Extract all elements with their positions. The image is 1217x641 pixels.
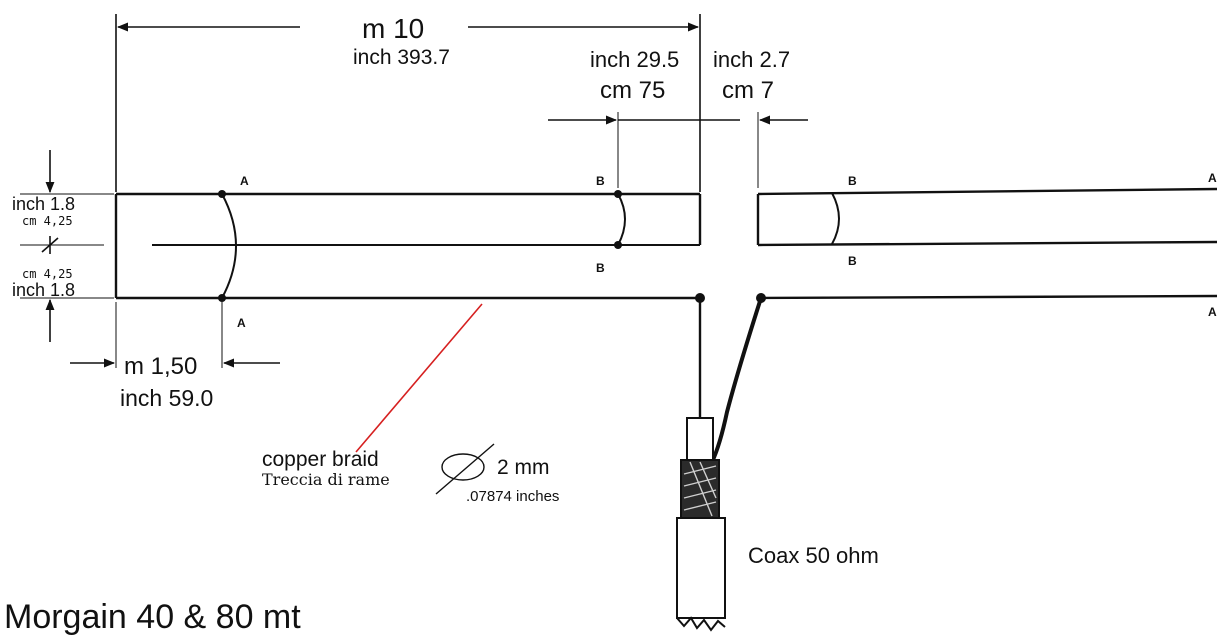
point-b-bottom-label: B [596, 261, 605, 275]
coax-label: Coax 50 ohm [748, 543, 879, 568]
diameter-inch-label: .07874 inches [466, 488, 559, 505]
junction-dots [218, 190, 766, 303]
coax-cable [676, 417, 726, 632]
dot-b-top [614, 190, 622, 198]
seg-b-cm-label: cm 75 [600, 77, 665, 104]
coax-braid-hatch [683, 461, 717, 517]
total-inch-label: inch 393.7 [353, 46, 450, 69]
dim-width [20, 150, 114, 342]
left-shorting-arc-a [221, 193, 237, 299]
coax-cut-end [676, 616, 726, 632]
right-inner-line [757, 240, 1217, 247]
total-m-label: m 10 [362, 13, 424, 44]
seg-a-inch-label: inch 59.0 [120, 385, 213, 411]
diameter-slash [435, 443, 495, 495]
width-bottom-inch-label: inch 1.8 [12, 280, 75, 300]
point-a-right-top-label: A [1208, 171, 1217, 185]
diameter-circle [441, 453, 485, 481]
coax-inner-conductor [686, 417, 714, 463]
right-top-line [757, 187, 1217, 196]
dim-b-and-gap [548, 112, 808, 188]
dot-b-bottom [614, 241, 622, 249]
feed-braid-wire [710, 297, 763, 463]
dot-a-bottom [218, 294, 226, 302]
feed [698, 297, 763, 463]
copper-braid-leader [355, 303, 483, 453]
seg-a-m-label: m 1,50 [124, 353, 197, 380]
point-a-right-bottom-label: A [1208, 305, 1217, 319]
gap-cm-label: cm 7 [722, 77, 774, 104]
right-outer-bottom-line [757, 294, 1217, 300]
right-shorting-arc-b [831, 192, 840, 245]
point-a-bottom-label: A [237, 316, 246, 330]
point-b-right-top-label: B [848, 174, 857, 188]
page-title: Morgain 40 & 80 mt [4, 598, 301, 636]
width-top-cm-label: cm 4,25 [22, 214, 73, 228]
copper-braid-it-label: Treccia di rame [262, 470, 390, 489]
dot-a-top [218, 190, 226, 198]
diameter-icon [435, 443, 495, 495]
gap-inch-label: inch 2.7 [713, 47, 790, 72]
left-element [114, 192, 702, 300]
dim-total-length [115, 14, 701, 192]
point-b-top-label: B [596, 174, 605, 188]
width-top-inch-label: inch 1.8 [12, 194, 75, 214]
diameter-label: 2 mm [497, 456, 550, 479]
coax-jacket [676, 517, 726, 619]
left-shorting-arc-b [617, 193, 626, 246]
copper-braid-label: copper braid [262, 448, 379, 471]
width-bottom-cm-label: cm 4,25 [22, 267, 73, 281]
point-a-top-label: A [240, 174, 249, 188]
point-b-right-bottom-label: B [848, 254, 857, 268]
right-element [756, 187, 1217, 300]
seg-b-inch-label: inch 29.5 [590, 47, 679, 72]
dim-a-segment [70, 302, 280, 368]
